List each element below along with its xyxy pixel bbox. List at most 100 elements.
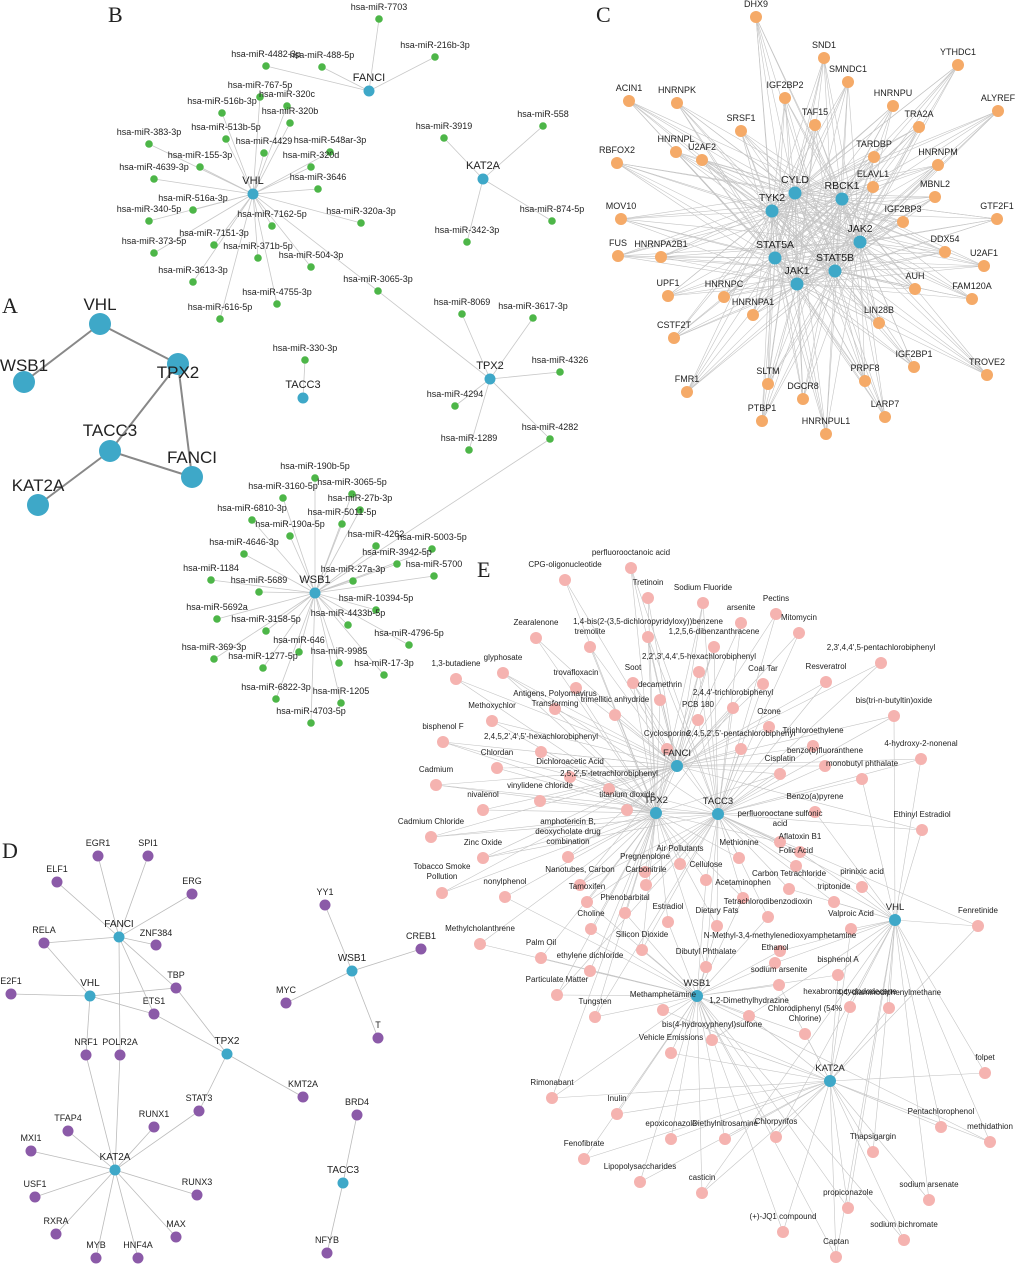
- mirna-label: hsa-miR-17-3p: [354, 658, 414, 668]
- chem-edge: [894, 919, 942, 1128]
- tf-edge: [342, 1114, 358, 1184]
- mirna-node: [255, 588, 263, 596]
- chem-edge: [717, 813, 797, 867]
- chem-edge: [676, 683, 764, 767]
- rbp-node-larp7: [879, 411, 891, 423]
- mirna-node: [357, 219, 365, 227]
- rbp-edge: [796, 241, 861, 285]
- chem-node: [491, 762, 503, 774]
- chem-node: [640, 879, 652, 891]
- rbp-edge: [686, 198, 843, 393]
- chem-edge: [441, 812, 657, 894]
- rbp-edge: [617, 192, 796, 257]
- rbp-edge: [859, 241, 916, 290]
- rbp-edge: [834, 265, 985, 272]
- chem-edge: [676, 765, 923, 831]
- chem-node: [790, 860, 802, 872]
- tf-hub-fanci: [113, 931, 125, 943]
- rbp-edge: [859, 241, 946, 253]
- chem-node: [450, 673, 462, 685]
- tf-label-max: MAX: [166, 1219, 186, 1229]
- mirna-label: hsa-miR-558: [517, 109, 569, 119]
- chem-label: Zinc Oxide: [464, 838, 503, 847]
- mirna-node: [546, 435, 554, 443]
- rbp-node-auh: [909, 283, 921, 295]
- chem-edge: [535, 637, 657, 814]
- rbp-edge: [774, 241, 861, 259]
- mirna-edge: [314, 592, 385, 676]
- chem-hub-kat2a: [824, 1075, 836, 1087]
- mirna-edge: [213, 592, 316, 660]
- chem-edge: [814, 811, 896, 921]
- tf-edge: [85, 995, 91, 1056]
- chem-node: [719, 1133, 731, 1145]
- rbp-edge: [794, 192, 866, 382]
- tf-label-rxra: RXRA: [43, 1216, 68, 1226]
- chem-edge: [717, 811, 816, 815]
- chem-node: [769, 957, 781, 969]
- chem-edge: [491, 720, 678, 767]
- ppi-label-kat2a: KAT2A: [12, 476, 65, 495]
- mirna-node: [440, 134, 448, 142]
- tf-edge: [89, 995, 155, 1015]
- chem-label: 2,4,5,2',5'-pentachlorobiphenyl: [687, 729, 796, 738]
- rbp-label-hnrnpm: HNRNPM: [918, 147, 958, 157]
- mirna-edge: [153, 193, 254, 254]
- chem-edge: [589, 970, 698, 997]
- mirna-edge: [225, 138, 254, 195]
- chem-node: [727, 702, 739, 714]
- chem-edge: [435, 765, 678, 786]
- chem-edge: [829, 1006, 851, 1082]
- mirna-label: hsa-miR-4433b-5p: [311, 608, 386, 618]
- rbp-edge: [834, 270, 886, 418]
- chem-edge: [717, 662, 882, 815]
- mirna-node: [260, 149, 268, 157]
- rbp-edge: [796, 198, 843, 285]
- chem-node: [706, 1034, 718, 1046]
- chem-label: Folic Acid: [779, 846, 813, 855]
- chem-edge: [779, 919, 896, 952]
- chem-node: [820, 676, 832, 688]
- rbp-node-cstf2t: [668, 332, 680, 344]
- chem-node: [619, 907, 631, 919]
- chem-edge: [717, 813, 769, 918]
- chem-edge: [829, 1080, 905, 1241]
- mirna-edge: [216, 592, 316, 620]
- chem-node: [665, 1133, 677, 1145]
- tf-label-runx3: RUNX3: [182, 1177, 213, 1187]
- chem-edge: [696, 995, 726, 1140]
- chem-edge: [717, 813, 790, 890]
- rbp-edge: [686, 257, 776, 393]
- mirna-label: hsa-miR-4755-3p: [242, 287, 312, 297]
- chem-edge: [676, 707, 734, 767]
- tf-edge: [226, 1053, 304, 1098]
- chem-node: [474, 938, 486, 950]
- rbp-edge: [771, 57, 825, 212]
- chem-edge: [655, 699, 661, 814]
- mirna-node: [556, 368, 564, 376]
- tf-node-znf384: [150, 939, 162, 951]
- chem-edge: [676, 602, 704, 767]
- rbp-edge: [761, 270, 836, 422]
- mirna-hub-fanci: [363, 85, 375, 97]
- mirna-label: hsa-miR-646: [273, 635, 325, 645]
- chem-node: [578, 1153, 590, 1165]
- rbp-label-mov10: MOV10: [606, 201, 637, 211]
- rbp-label-u2af1: U2AF1: [970, 248, 998, 258]
- chem-node: [634, 1176, 646, 1188]
- chem-edge: [554, 708, 657, 814]
- chem-node: [642, 592, 654, 604]
- chem-edge: [482, 765, 678, 859]
- tf-node-ets1: [148, 1008, 160, 1020]
- chem-edge: [717, 707, 734, 815]
- mirna-node: [431, 53, 439, 61]
- rbp-label-trove2: TROVE2: [969, 357, 1005, 367]
- chem-label: Air Pollutants: [656, 844, 703, 853]
- chem-edge: [583, 1080, 831, 1160]
- chem-edge: [894, 919, 986, 1074]
- chem-edge: [676, 745, 814, 767]
- chem-node: [793, 627, 805, 639]
- chem-edge: [696, 897, 744, 997]
- chem-node: [708, 641, 720, 653]
- chem-label: casticin: [689, 1173, 716, 1182]
